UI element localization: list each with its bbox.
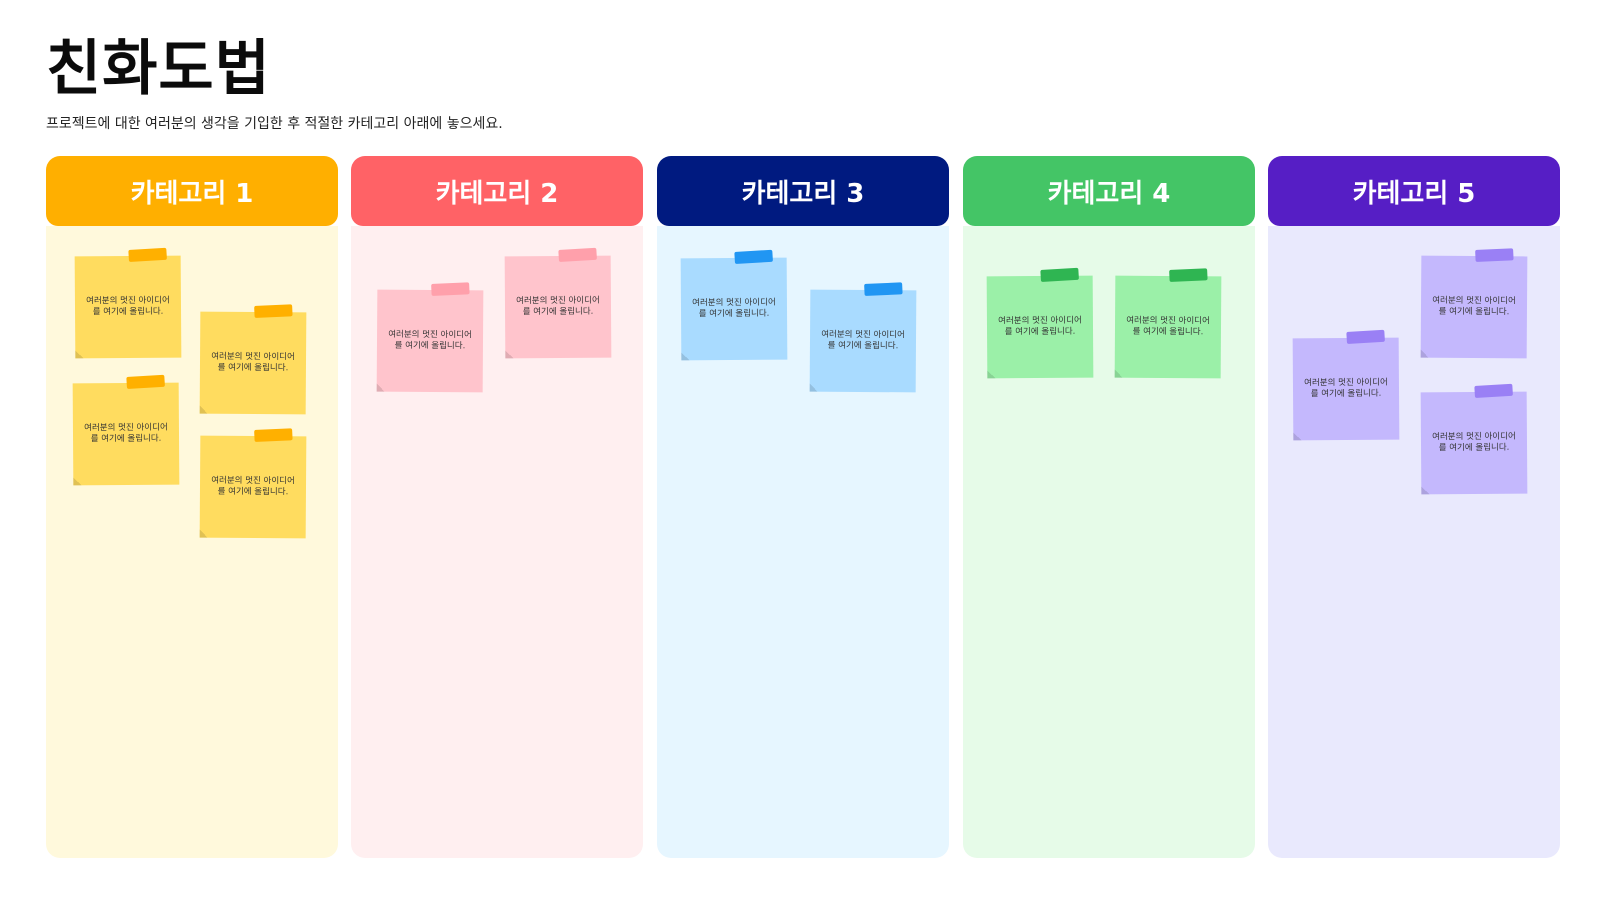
sticky-note[interactable]: 여러분의 멋진 아이디어를 여기에 올립니다. xyxy=(74,247,182,359)
page-subtitle: 프로젝트에 대한 여러분의 생각을 기입한 후 적절한 카테고리 아래에 놓으세… xyxy=(46,116,503,132)
sticky-note-text: 여러분의 멋진 아이디어를 여기에 올립니다. xyxy=(84,422,168,445)
tape-strip xyxy=(1475,248,1514,262)
sticky-note[interactable]: 여러분의 멋진 아이디어를 여기에 올립니다. xyxy=(199,428,307,539)
tape-strip xyxy=(1169,268,1208,282)
sticky-note[interactable]: 여러분의 멋진 아이디어를 여기에 올립니다. xyxy=(504,247,612,359)
tape-strip xyxy=(126,374,165,389)
tape-strip xyxy=(734,249,773,264)
category-column-1: 여러분의 멋진 아이디어를 여기에 올립니다. 여러분의 멋진 아이디어를 여기에… xyxy=(46,156,338,858)
category-header: 카테고리 4 xyxy=(963,156,1255,226)
column-body: 여러분의 멋진 아이디어를 여기에 올립니다. 여러분의 멋진 아이디어를 여기에… xyxy=(46,226,338,858)
category-column-2: 여러분의 멋진 아이디어를 여기에 올립니다. 여러분의 멋진 아이디어를 여기에… xyxy=(351,156,643,858)
category-header: 카테고리 1 xyxy=(46,156,338,226)
sticky-note[interactable]: 여러분의 멋진 아이디어를 여기에 올립니다. xyxy=(199,304,307,415)
column-body: 여러분의 멋진 아이디어를 여기에 올립니다. 여러분의 멋진 아이디어를 여기에… xyxy=(657,226,949,858)
sticky-note-text: 여러분의 멋진 아이디어를 여기에 올립니다. xyxy=(211,475,295,498)
affinity-board: 여러분의 멋진 아이디어를 여기에 올립니다. 여러분의 멋진 아이디어를 여기에… xyxy=(46,156,1560,858)
column-body: 여러분의 멋진 아이디어를 여기에 올립니다. 여러분의 멋진 아이디어를 여기에… xyxy=(351,226,643,858)
tape-strip xyxy=(1474,383,1513,398)
sticky-note-text: 여러분의 멋진 아이디어를 여기에 올립니다. xyxy=(821,329,905,352)
tape-strip xyxy=(128,247,167,262)
sticky-note[interactable]: 여러분의 멋진 아이디어를 여기에 올립니다. xyxy=(1420,248,1528,359)
sticky-note[interactable]: 여러분의 멋진 아이디어를 여기에 올립니다. xyxy=(1420,383,1528,495)
sticky-note[interactable]: 여러분의 멋진 아이디어를 여기에 올립니다. xyxy=(986,267,1094,379)
sticky-note[interactable]: 여러분의 멋진 아이디어를 여기에 올립니다. xyxy=(72,374,180,486)
sticky-note-text: 여러분의 멋진 아이디어를 여기에 올립니다. xyxy=(998,315,1082,338)
category-column-3: 여러분의 멋진 아이디어를 여기에 올립니다. 여러분의 멋진 아이디어를 여기에… xyxy=(657,156,949,858)
column-body: 여러분의 멋진 아이디어를 여기에 올립니다. 여러분의 멋진 아이디어를 여기에… xyxy=(1268,226,1560,858)
tape-strip xyxy=(1040,267,1079,282)
sticky-note[interactable]: 여러분의 멋진 아이디어를 여기에 올립니다. xyxy=(680,249,788,361)
category-header: 카테고리 2 xyxy=(351,156,643,226)
sticky-note-text: 여러분의 멋진 아이디어를 여기에 올립니다. xyxy=(388,329,472,352)
page-title: 친화도법 xyxy=(46,34,271,104)
category-header: 카테고리 3 xyxy=(657,156,949,226)
sticky-note[interactable]: 여러분의 멋진 아이디어를 여기에 올립니다. xyxy=(1292,329,1400,441)
sticky-note-text: 여러분의 멋진 아이디어를 여기에 올립니다. xyxy=(1432,295,1516,318)
sticky-note-text: 여러분의 멋진 아이디어를 여기에 올립니다. xyxy=(211,351,295,374)
tape-strip xyxy=(431,282,470,296)
sticky-note-text: 여러분의 멋진 아이디어를 여기에 올립니다. xyxy=(86,295,170,318)
category-column-4: 여러분의 멋진 아이디어를 여기에 올립니다. 여러분의 멋진 아이디어를 여기에… xyxy=(963,156,1255,858)
sticky-note[interactable]: 여러분의 멋진 아이디어를 여기에 올립니다. xyxy=(809,282,917,393)
sticky-note[interactable]: 여러분의 멋진 아이디어를 여기에 올립니다. xyxy=(1114,268,1222,379)
category-column-5: 여러분의 멋진 아이디어를 여기에 올립니다. 여러분의 멋진 아이디어를 여기에… xyxy=(1268,156,1560,858)
tape-strip xyxy=(254,304,293,318)
sticky-note-text: 여러분의 멋진 아이디어를 여기에 올립니다. xyxy=(1304,377,1388,400)
category-header: 카테고리 5 xyxy=(1268,156,1560,226)
sticky-note-text: 여러분의 멋진 아이디어를 여기에 올립니다. xyxy=(1126,315,1210,338)
sticky-note-text: 여러분의 멋진 아이디어를 여기에 올립니다. xyxy=(692,297,776,320)
sticky-note-text: 여러분의 멋진 아이디어를 여기에 올립니다. xyxy=(516,295,600,318)
sticky-note[interactable]: 여러분의 멋진 아이디어를 여기에 올립니다. xyxy=(376,282,484,393)
tape-strip xyxy=(558,247,597,262)
sticky-note-text: 여러분의 멋진 아이디어를 여기에 올립니다. xyxy=(1432,431,1516,454)
column-body: 여러분의 멋진 아이디어를 여기에 올립니다. 여러분의 멋진 아이디어를 여기에… xyxy=(963,226,1255,858)
tape-strip xyxy=(254,428,293,442)
tape-strip xyxy=(864,282,903,296)
tape-strip xyxy=(1346,329,1385,344)
